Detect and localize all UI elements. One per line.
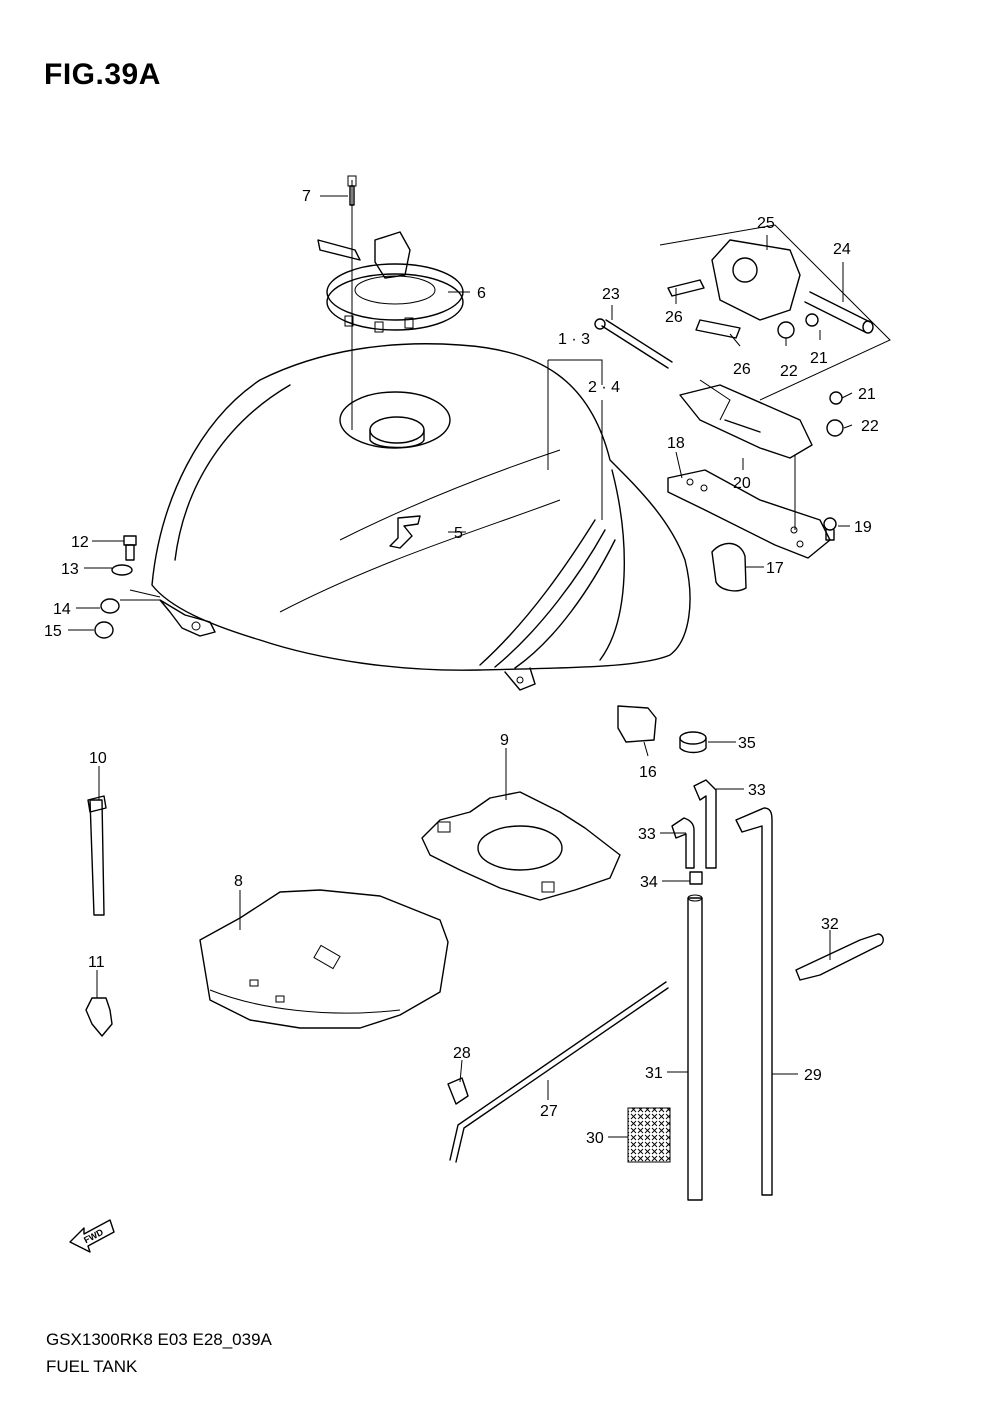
callout-labels: 1 · 3 2 · 4 5 6 7 8 9 10 11 12 13 14 15 … [44, 188, 879, 1147]
callout-14: 14 [53, 601, 71, 618]
fwd-arrow-icon: FWD [69, 1219, 115, 1253]
callout-11: 11 [88, 954, 105, 971]
callout-15: 15 [44, 623, 62, 640]
diagram-subtitle: FUEL TANK [46, 1357, 138, 1376]
callout-26-right: 26 [733, 361, 751, 378]
figure-title: FIG.39A [44, 58, 161, 91]
callout-22-lower: 22 [861, 418, 879, 435]
callout-33-right: 33 [748, 782, 766, 799]
callout-18: 18 [667, 435, 685, 452]
callout-12: 12 [71, 534, 89, 551]
fuel-cap-assembly [317, 175, 464, 430]
callout-9: 9 [500, 732, 509, 749]
callout-24: 24 [833, 241, 851, 258]
callout-25: 25 [757, 215, 775, 232]
leader-lines [68, 195, 853, 1138]
callout-6: 6 [477, 285, 486, 302]
callout-5: 5 [454, 525, 463, 542]
callout-20: 20 [733, 475, 751, 492]
callout-26-left: 26 [665, 309, 683, 326]
callout-29: 29 [804, 1067, 822, 1084]
callout-17: 17 [766, 560, 784, 577]
callout-7: 7 [302, 188, 311, 205]
fuel-tank [151, 343, 691, 691]
callout-16: 16 [639, 764, 657, 781]
callout-19: 19 [854, 519, 872, 536]
callout-30: 30 [586, 1130, 604, 1147]
callout-35: 35 [738, 735, 756, 752]
callout-8: 8 [234, 873, 243, 890]
callout-34: 34 [640, 874, 658, 891]
callout-1-3: 1 · 3 [558, 331, 590, 348]
callout-22-upper: 22 [780, 363, 798, 380]
callout-31: 31 [645, 1065, 663, 1082]
callout-21-lower: 21 [858, 386, 876, 403]
callout-33-left: 33 [638, 826, 656, 843]
callout-27: 27 [540, 1103, 558, 1120]
callout-32: 32 [821, 916, 839, 933]
callout-28: 28 [453, 1045, 471, 1062]
lower-components [85, 705, 884, 1201]
model-code: GSX1300RK8 E03 E28_039A [46, 1330, 272, 1349]
callout-10: 10 [89, 750, 107, 767]
callout-23: 23 [602, 286, 620, 303]
seat-bracket-assembly [94, 224, 891, 639]
callout-2-4: 2 · 4 [588, 379, 620, 396]
callout-13: 13 [61, 561, 79, 578]
callout-21-upper: 21 [810, 350, 828, 367]
